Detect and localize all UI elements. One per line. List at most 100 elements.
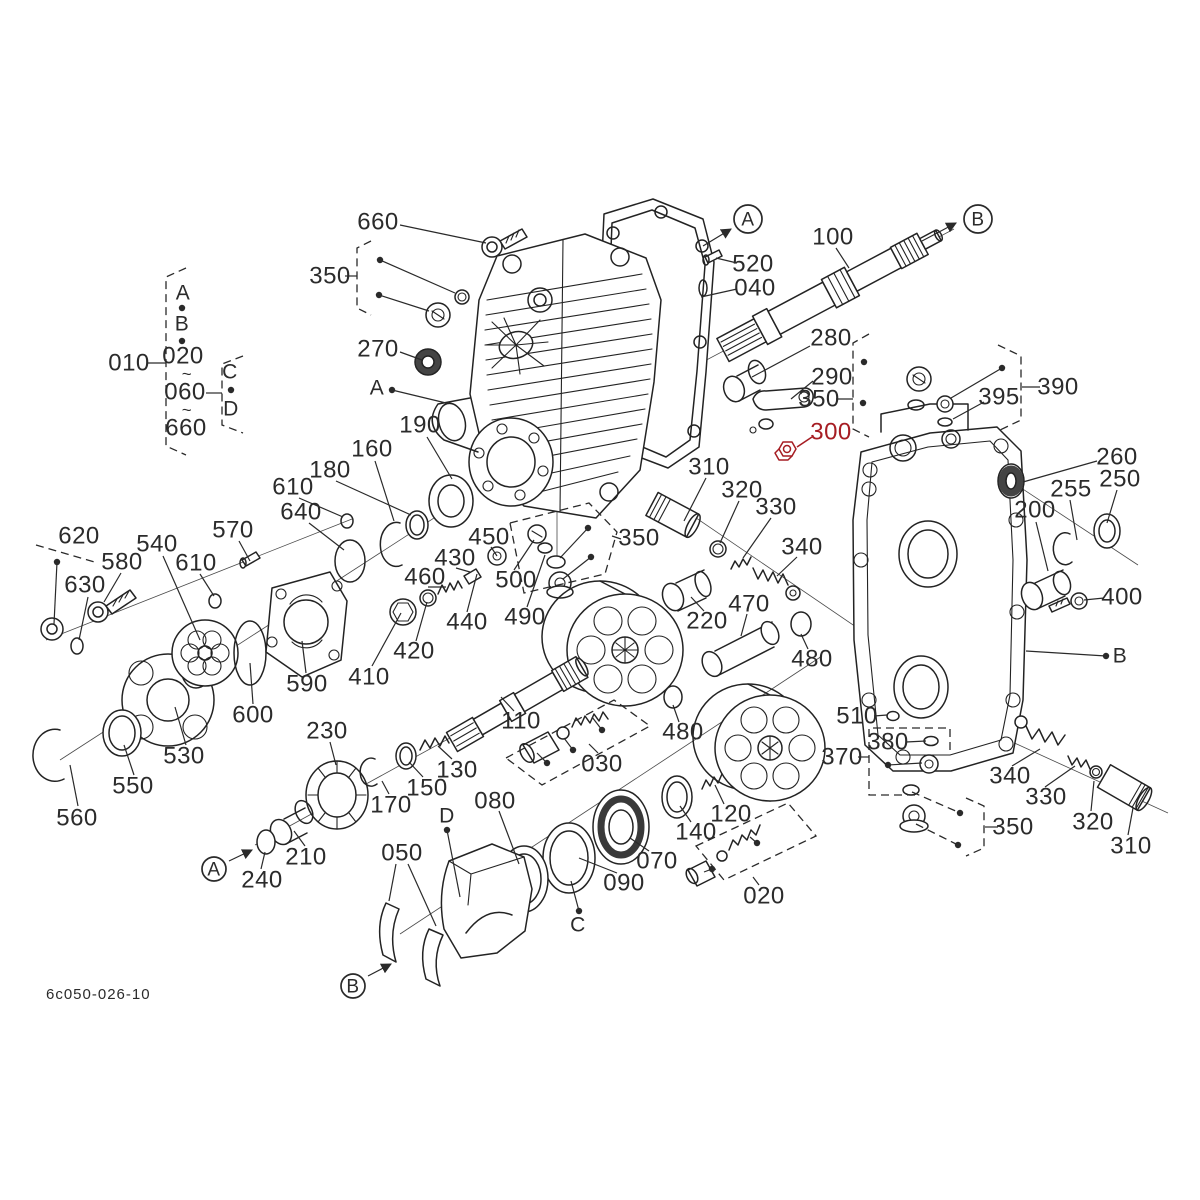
part-label-140: 140 — [675, 819, 717, 846]
leader-line — [1022, 460, 1098, 483]
cap-340b — [1014, 715, 1028, 729]
part-label-170: 170 — [370, 792, 412, 819]
part-label-430: 430 — [434, 545, 476, 572]
part-label-350: 350 — [309, 263, 351, 290]
dashed-group-outline — [965, 797, 985, 857]
part-label-380: 380 — [867, 729, 909, 756]
part-label-660: 660 — [165, 415, 207, 442]
leader-line — [715, 257, 738, 264]
leader-line — [588, 743, 599, 754]
leader-line — [407, 863, 437, 927]
ref-dot — [1102, 652, 1110, 660]
leader-line — [399, 224, 487, 244]
part-label-580: 580 — [101, 549, 143, 576]
leader-line — [399, 351, 423, 361]
ref-dot — [587, 553, 595, 561]
part-label-340: 340 — [781, 534, 823, 561]
leader-line — [1011, 748, 1041, 767]
leader-line — [500, 696, 515, 712]
plug-and-oring-350-top — [425, 289, 470, 328]
ref-dot — [860, 358, 868, 366]
part-label-200: 200 — [1014, 497, 1056, 524]
dashed-group-outline — [868, 727, 951, 796]
oring-350r — [907, 399, 925, 411]
leader-line — [690, 596, 705, 612]
part-label-060: 060 — [164, 379, 206, 406]
part-label-150: 150 — [406, 775, 448, 802]
leader-line — [714, 784, 725, 805]
shoe-050-b — [421, 928, 444, 987]
ref-dot — [859, 399, 867, 407]
roll-pin-520 — [702, 249, 723, 266]
leader-line — [526, 554, 546, 608]
charge-pump-group — [32, 474, 474, 783]
part-label-080: 080 — [474, 788, 516, 815]
part-label-100: 100 — [812, 224, 854, 251]
dashed-group-outline — [356, 240, 372, 316]
part-label-300: 300 — [810, 419, 852, 446]
part-label-040: 040 — [734, 275, 776, 302]
leader-line — [679, 805, 692, 823]
part-label-500: 500 — [495, 567, 537, 594]
leader-line — [578, 857, 618, 874]
part-label-370: 370 — [821, 744, 863, 771]
part-label-250: 250 — [1099, 466, 1141, 493]
part-label-120: 120 — [710, 801, 752, 828]
leader-line — [298, 497, 344, 518]
part-label-620: 620 — [58, 523, 100, 550]
dashed-group-outline — [911, 791, 959, 813]
leader-line — [437, 745, 453, 760]
part-label-A: A — [370, 377, 385, 400]
tube-470 — [701, 650, 723, 678]
spool-310 — [645, 491, 700, 538]
part-label-130: 130 — [436, 757, 478, 784]
leader-line — [162, 555, 201, 641]
dashed-group-outline — [221, 355, 244, 434]
part-label-B: B — [1113, 645, 1128, 668]
ref-dot — [998, 364, 1006, 372]
leader-line — [260, 851, 266, 870]
leader-line — [683, 477, 707, 522]
leader-line — [887, 762, 923, 766]
ref-dot — [178, 337, 186, 345]
leader-line — [570, 880, 580, 912]
part-label-390: 390 — [1037, 374, 1079, 401]
ring-510 — [886, 710, 900, 722]
leader-line — [371, 612, 402, 667]
drawing-number: 6c050-026-10 — [46, 986, 151, 1003]
clip-255 — [1052, 531, 1073, 566]
ref-dot — [708, 865, 716, 873]
view-marker-label-B: B — [346, 977, 359, 998]
leader-line — [559, 527, 589, 559]
leader-line — [391, 389, 447, 404]
spring-460 — [437, 580, 463, 595]
leader-line — [513, 539, 535, 571]
dashed-group-outline — [852, 333, 870, 438]
spring-120 — [701, 773, 723, 790]
ball-030 — [556, 726, 570, 740]
spring-130 — [419, 735, 450, 751]
leader-line — [719, 500, 740, 544]
leader-line — [388, 863, 397, 902]
part-label-330: 330 — [755, 494, 797, 521]
part-label-~: ~ — [182, 365, 192, 384]
ref-dot — [575, 907, 583, 915]
leader-line — [123, 744, 135, 776]
clip-170 — [359, 757, 378, 787]
part-label-350: 350 — [992, 814, 1034, 841]
leader-line — [835, 247, 850, 269]
part-label-D: D — [439, 805, 455, 828]
ref-dot — [598, 726, 606, 734]
view-arrow-A — [702, 228, 732, 247]
thrust-bearing-group — [256, 735, 450, 855]
leader-line — [379, 259, 456, 294]
leader-line — [752, 876, 760, 886]
part-label-B: B — [175, 313, 190, 336]
part-label-610: 610 — [272, 474, 314, 501]
part-label-310: 310 — [688, 454, 730, 481]
input-shaft — [716, 229, 944, 363]
oring-610-small — [208, 593, 222, 609]
part-label-340: 340 — [989, 763, 1031, 790]
